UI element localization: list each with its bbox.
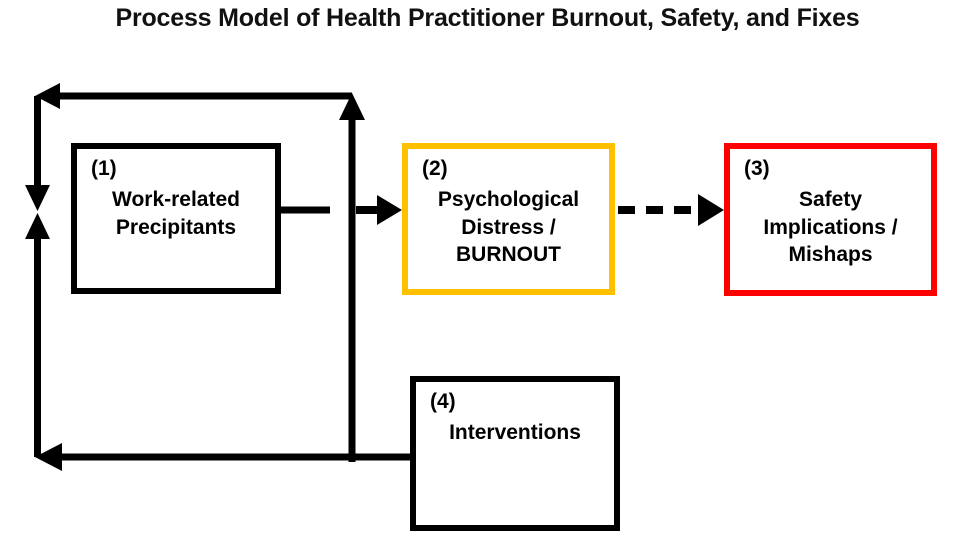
- node-4-number: (4): [430, 390, 456, 413]
- node-psychological-distress-burnout[interactable]: (2) Psychological Distress / BURNOUT: [402, 143, 615, 295]
- edge-1-to-2: [356, 195, 402, 225]
- node-3-number: (3): [744, 157, 770, 180]
- edge-feedback-top: [25, 83, 365, 462]
- node-2-label: Psychological Distress / BURNOUT: [437, 188, 580, 267]
- node-2-number: (2): [422, 157, 448, 180]
- node-1-label: Work-related Precipitants: [112, 188, 240, 239]
- node-1-number: (1): [91, 157, 117, 180]
- node-4-label: Interventions: [449, 421, 581, 444]
- node-3-label: Safety Implications / Mishaps: [763, 188, 898, 267]
- page-title: Process Model of Health Practitioner Bur…: [115, 4, 860, 32]
- edge-4-feedback: [25, 213, 410, 471]
- edge-2-to-3: [618, 194, 724, 226]
- node-interventions[interactable]: (4) Interventions: [410, 376, 620, 531]
- node-work-related-precipitants[interactable]: (1) Work-related Precipitants: [71, 143, 281, 294]
- node-safety-implications-mishaps[interactable]: (3) Safety Implications / Mishaps: [724, 143, 937, 296]
